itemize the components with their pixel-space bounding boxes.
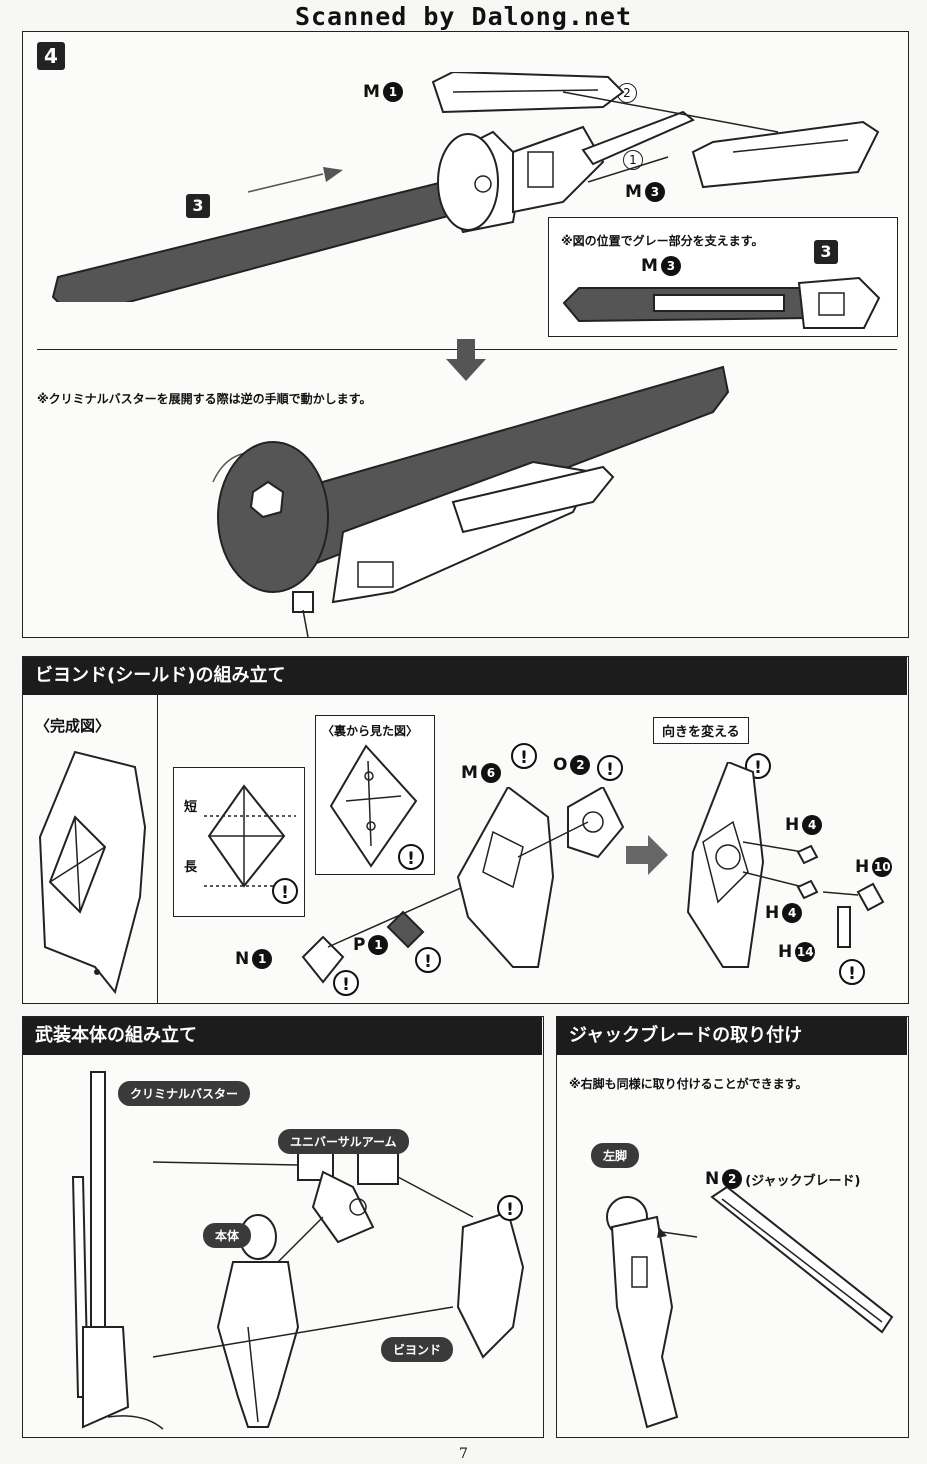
part-label-h4-upper: H 4 bbox=[785, 815, 823, 835]
section-header-armament: 武装本体の組み立て bbox=[23, 1017, 542, 1055]
part-number-badge: 1 bbox=[382, 82, 403, 102]
complete-view-label: 〈完成図〉 bbox=[35, 717, 111, 735]
warning-icon: ! bbox=[333, 970, 359, 996]
shield-assembly-panel: ビヨンド(シールド)の組み立て 〈完成図〉 短 長 ! 〈裏から見た図〉 bbox=[22, 656, 909, 1004]
part-label-h4-lower: H 4 bbox=[765, 903, 803, 923]
label-universal-arm: ユニバーサルアーム bbox=[278, 1129, 409, 1154]
label-beyond: ビヨンド bbox=[381, 1337, 454, 1362]
weapon-assembly-illustration bbox=[51, 72, 880, 302]
armament-assembly-panel: 武装本体の組み立て クリミナルバスター ユニバーサルアーム 本体 ビヨンド ! bbox=[22, 1016, 544, 1438]
part-number-badge: 14 bbox=[795, 942, 816, 962]
back-view-diagram bbox=[329, 744, 418, 868]
warning-icon: ! bbox=[511, 743, 537, 769]
jackblade-attach-panel: ジャックブレードの取り付け ※右脚も同様に取り付けることができます。 左脚 N … bbox=[556, 1016, 909, 1438]
step4-panel: 4 M 1 M 3 1 2 3 ※図の位置でグレ bbox=[22, 31, 909, 638]
right-leg-note: ※右脚も同様に取り付けることができます。 bbox=[569, 1077, 808, 1091]
diamond-diagram bbox=[204, 784, 296, 888]
part-number-badge: 2 bbox=[570, 755, 591, 775]
label-criminal-buster: クリミナルバスター bbox=[118, 1081, 251, 1106]
part-number-badge: 1 bbox=[368, 935, 389, 955]
part-label-h14: H 14 bbox=[778, 942, 816, 962]
warning-icon: ! bbox=[597, 755, 623, 781]
support-note: ※図の位置でグレー部分を支えます。 bbox=[561, 234, 764, 248]
right-arrow-icon bbox=[626, 835, 668, 875]
jackblade-leg-illustration bbox=[606, 1187, 894, 1429]
shield-exploded-illustration bbox=[301, 787, 625, 984]
back-view-callout: 〈裏から見た図〉 ! bbox=[315, 715, 435, 875]
inset-step-reference-3: 3 bbox=[814, 240, 838, 264]
part-number-badge: 3 bbox=[660, 256, 681, 276]
down-arrow-icon bbox=[446, 339, 486, 381]
scan-watermark-banner: Scanned by Dalong.net bbox=[294, 2, 633, 31]
part-label-m1: M 1 bbox=[363, 82, 403, 102]
warning-icon: ! bbox=[839, 959, 865, 985]
shield-back-assembly-illustration bbox=[686, 762, 885, 968]
part-number-badge: 4 bbox=[802, 815, 823, 835]
part-number-badge: 3 bbox=[644, 182, 665, 202]
back-view-label: 〈裏から見た図〉 bbox=[322, 724, 419, 738]
deploy-note: ※クリミナルバスターを展開する際は逆の手順で動かします。 bbox=[37, 392, 372, 406]
part-label-h10: H 10 bbox=[855, 857, 893, 877]
warning-icon: ! bbox=[272, 878, 298, 904]
folded-weapon-illustration bbox=[212, 365, 730, 638]
part-number-badge: 4 bbox=[782, 903, 803, 923]
inset-support-illustration bbox=[562, 276, 881, 329]
part-label-n2: N 2 (ジャックブレード) bbox=[705, 1169, 861, 1189]
section-header-jackblade: ジャックブレードの取り付け bbox=[557, 1017, 907, 1055]
part-number-badge: 6 bbox=[480, 763, 501, 783]
label-body: 本体 bbox=[203, 1223, 252, 1248]
armament-assembly-illustration bbox=[71, 1071, 525, 1430]
page-number: 7 bbox=[459, 1446, 468, 1462]
warning-icon: ! bbox=[415, 947, 441, 973]
part-name-jackblade: (ジャックブレード) bbox=[745, 1173, 861, 1189]
warning-icon: ! bbox=[497, 1195, 523, 1221]
label-left-leg: 左脚 bbox=[591, 1143, 640, 1168]
part-label-p1: P 1 bbox=[353, 935, 389, 955]
warning-icon: ! bbox=[398, 844, 424, 870]
part-number-badge: 2 bbox=[722, 1169, 743, 1189]
part-label-m6: M 6 bbox=[461, 763, 501, 783]
part-number-badge: 1 bbox=[252, 949, 273, 969]
section-header-shield: ビヨンド(シールド)の組み立て bbox=[23, 657, 907, 695]
part-label-m3: M 3 bbox=[625, 182, 665, 202]
axis-long-label: 長 bbox=[184, 860, 198, 875]
step-reference-3: 3 bbox=[186, 194, 210, 218]
order-marker-1: 1 bbox=[623, 150, 643, 170]
diamond-dimension-callout: 短 長 ! bbox=[173, 767, 305, 917]
part-label-o2: O 2 bbox=[553, 755, 591, 775]
completed-shield-illustration bbox=[38, 750, 147, 995]
part-label-n1: N 1 bbox=[235, 949, 273, 969]
inset-part-label-m3: M 3 bbox=[641, 256, 681, 276]
axis-short-label: 短 bbox=[184, 800, 198, 815]
turn-direction-label: 向きを変える bbox=[653, 717, 749, 744]
step-number: 4 bbox=[37, 42, 65, 70]
support-position-inset: ※図の位置でグレー部分を支えます。 M 3 3 bbox=[548, 217, 898, 337]
part-number-badge: 10 bbox=[872, 857, 893, 877]
complete-view-divider bbox=[157, 695, 158, 1003]
